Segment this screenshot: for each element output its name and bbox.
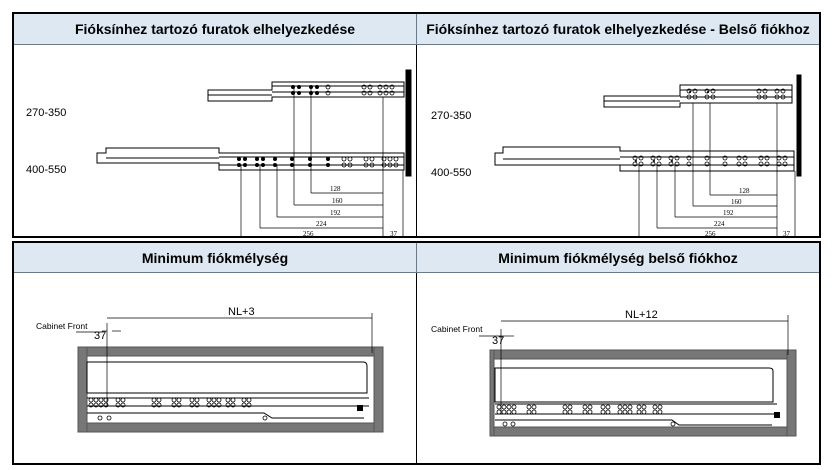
holes-panel-standard: 270-350 400-550 128 160 192 224 256 37 [14,45,416,238]
dim-224: 224 [316,220,327,228]
dim-256: 256 [303,230,314,238]
depth-table-header: Minimum fiókmélység Minimum fiókmélység … [14,243,819,273]
cabinet-side-right [786,349,797,437]
cabinet-bottom [489,426,797,437]
header-holes-standard: Fióksínhez tartozó furatok elhelyezkedés… [74,21,356,37]
nl-label: NL+3 [228,306,255,318]
cabinet-front-label: Cabinet Front [36,321,88,331]
dim-160: 160 [731,198,742,206]
header-holes-inner: Fióksínhez tartozó furatok elhelyezkedés… [416,14,819,44]
header-min-depth: Minimum fiókmélység [141,249,289,266]
offset-37-label: 37 [492,335,504,347]
cabinet-front-label: Cabinet Front [431,324,483,334]
cabinet-side-right [373,346,384,433]
size-label-400-550: 400-550 [26,164,66,176]
dim-160: 160 [332,197,343,205]
drawer-outline [86,361,368,394]
size-label-400-550: 400-550 [431,167,471,179]
drawer-depth-diagram-inner: Cabinet Front NL+12 37 [431,309,797,437]
upper-holes [291,85,319,95]
cabinet-back-left [489,349,495,437]
dim-256: 256 [705,230,716,238]
drawer-outline [494,367,774,403]
lower-slide-outline [96,147,405,171]
dim-37: 37 [390,230,398,238]
depth-panel-standard: Cabinet Front NL+3 37 [14,273,416,463]
holes-panel-inner: 270-350 400-550 128 160 192 224 256 37 [416,45,819,238]
nl-label: NL+12 [625,309,658,321]
dim-128: 128 [330,185,341,193]
drawer-front-panel [405,69,412,177]
dim-37: 37 [783,230,791,238]
slide-holes-diagram-inner: 270-350 400-550 128 160 192 224 256 37 [431,74,802,238]
size-label-270-350: 270-350 [26,107,66,119]
slide-holes-diagram: 270-350 400-550 128 160 192 224 256 37 [26,69,412,238]
dim-224: 224 [714,220,725,228]
holes-table-header: Fióksínhez tartozó furatok elhelyezkedés… [14,14,819,45]
depth-table: Minimum fiókmélység Minimum fiókmélység … [12,241,821,465]
upper-slide-outline [207,81,405,102]
depth-panel-inner: Cabinet Front NL+12 37 [416,273,819,463]
upper-holes-open [325,84,395,96]
dim-128: 128 [739,187,750,195]
cabinet-top [77,346,384,357]
header-min-depth-inner: Minimum fiókmélység belső fiókhoz [416,243,819,272]
lower-holes [237,157,330,167]
size-label-270-350: 270-350 [431,110,471,122]
cabinet-bottom [77,422,384,433]
offset-37-label: 37 [94,330,106,342]
cabinet-back-left [77,346,88,433]
dim-192: 192 [723,209,734,217]
dim-192: 192 [330,209,341,217]
drawer-front-panel [796,74,802,177]
drawer-depth-diagram: Cabinet Front NL+3 37 [36,306,384,433]
cabinet-top [489,349,797,360]
holes-table: Fióksínhez tartozó furatok elhelyezkedés… [12,12,821,238]
